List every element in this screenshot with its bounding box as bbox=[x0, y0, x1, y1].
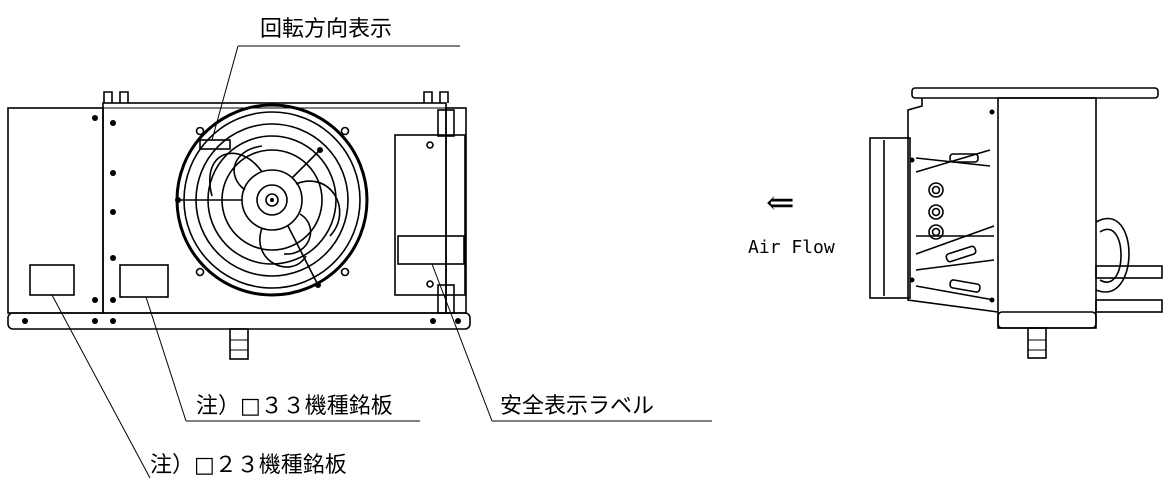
fan-guard bbox=[175, 103, 369, 297]
fan-blades bbox=[209, 145, 341, 268]
nameplate33-leader bbox=[145, 296, 187, 422]
rotation-direction-label: 回転方向表示 bbox=[260, 17, 392, 42]
side-frame bbox=[907, 98, 999, 313]
nameplate-33-plate bbox=[119, 264, 169, 298]
safety-label-text: 安全表示ラベル bbox=[500, 394, 654, 419]
panel-screws bbox=[92, 115, 350, 303]
bracket-left bbox=[103, 91, 129, 103]
leader-lines bbox=[51, 45, 712, 479]
airflow-label: Air Flow bbox=[748, 237, 835, 258]
coil-housing bbox=[997, 97, 1097, 329]
left-end-panel bbox=[7, 107, 104, 314]
nameplate-23-label: 注）□２３機種銘板 bbox=[150, 453, 347, 478]
side-view bbox=[869, 87, 1163, 359]
control-box bbox=[394, 134, 466, 296]
airflow-arrow-icon: ⇐ bbox=[766, 183, 795, 223]
side-electric-box bbox=[869, 137, 911, 299]
safety-leader bbox=[431, 263, 493, 422]
rotation-leader bbox=[211, 45, 239, 141]
nameplate23-leader bbox=[51, 294, 151, 479]
safety-label-plate bbox=[397, 235, 465, 265]
distributor-tubes bbox=[915, 149, 995, 301]
side-top-plate bbox=[911, 87, 1159, 99]
right-edge-strip bbox=[445, 107, 467, 314]
side-drain-pipe bbox=[1027, 327, 1047, 359]
nameplate-33-label: 注）□３３機種銘板 bbox=[196, 394, 393, 419]
base-rail bbox=[7, 312, 471, 330]
nameplate-23-plate bbox=[29, 264, 75, 296]
piping-loop bbox=[1095, 218, 1130, 293]
front-view bbox=[7, 91, 471, 360]
bracket-right bbox=[423, 91, 449, 103]
drain-pipe bbox=[229, 328, 249, 360]
